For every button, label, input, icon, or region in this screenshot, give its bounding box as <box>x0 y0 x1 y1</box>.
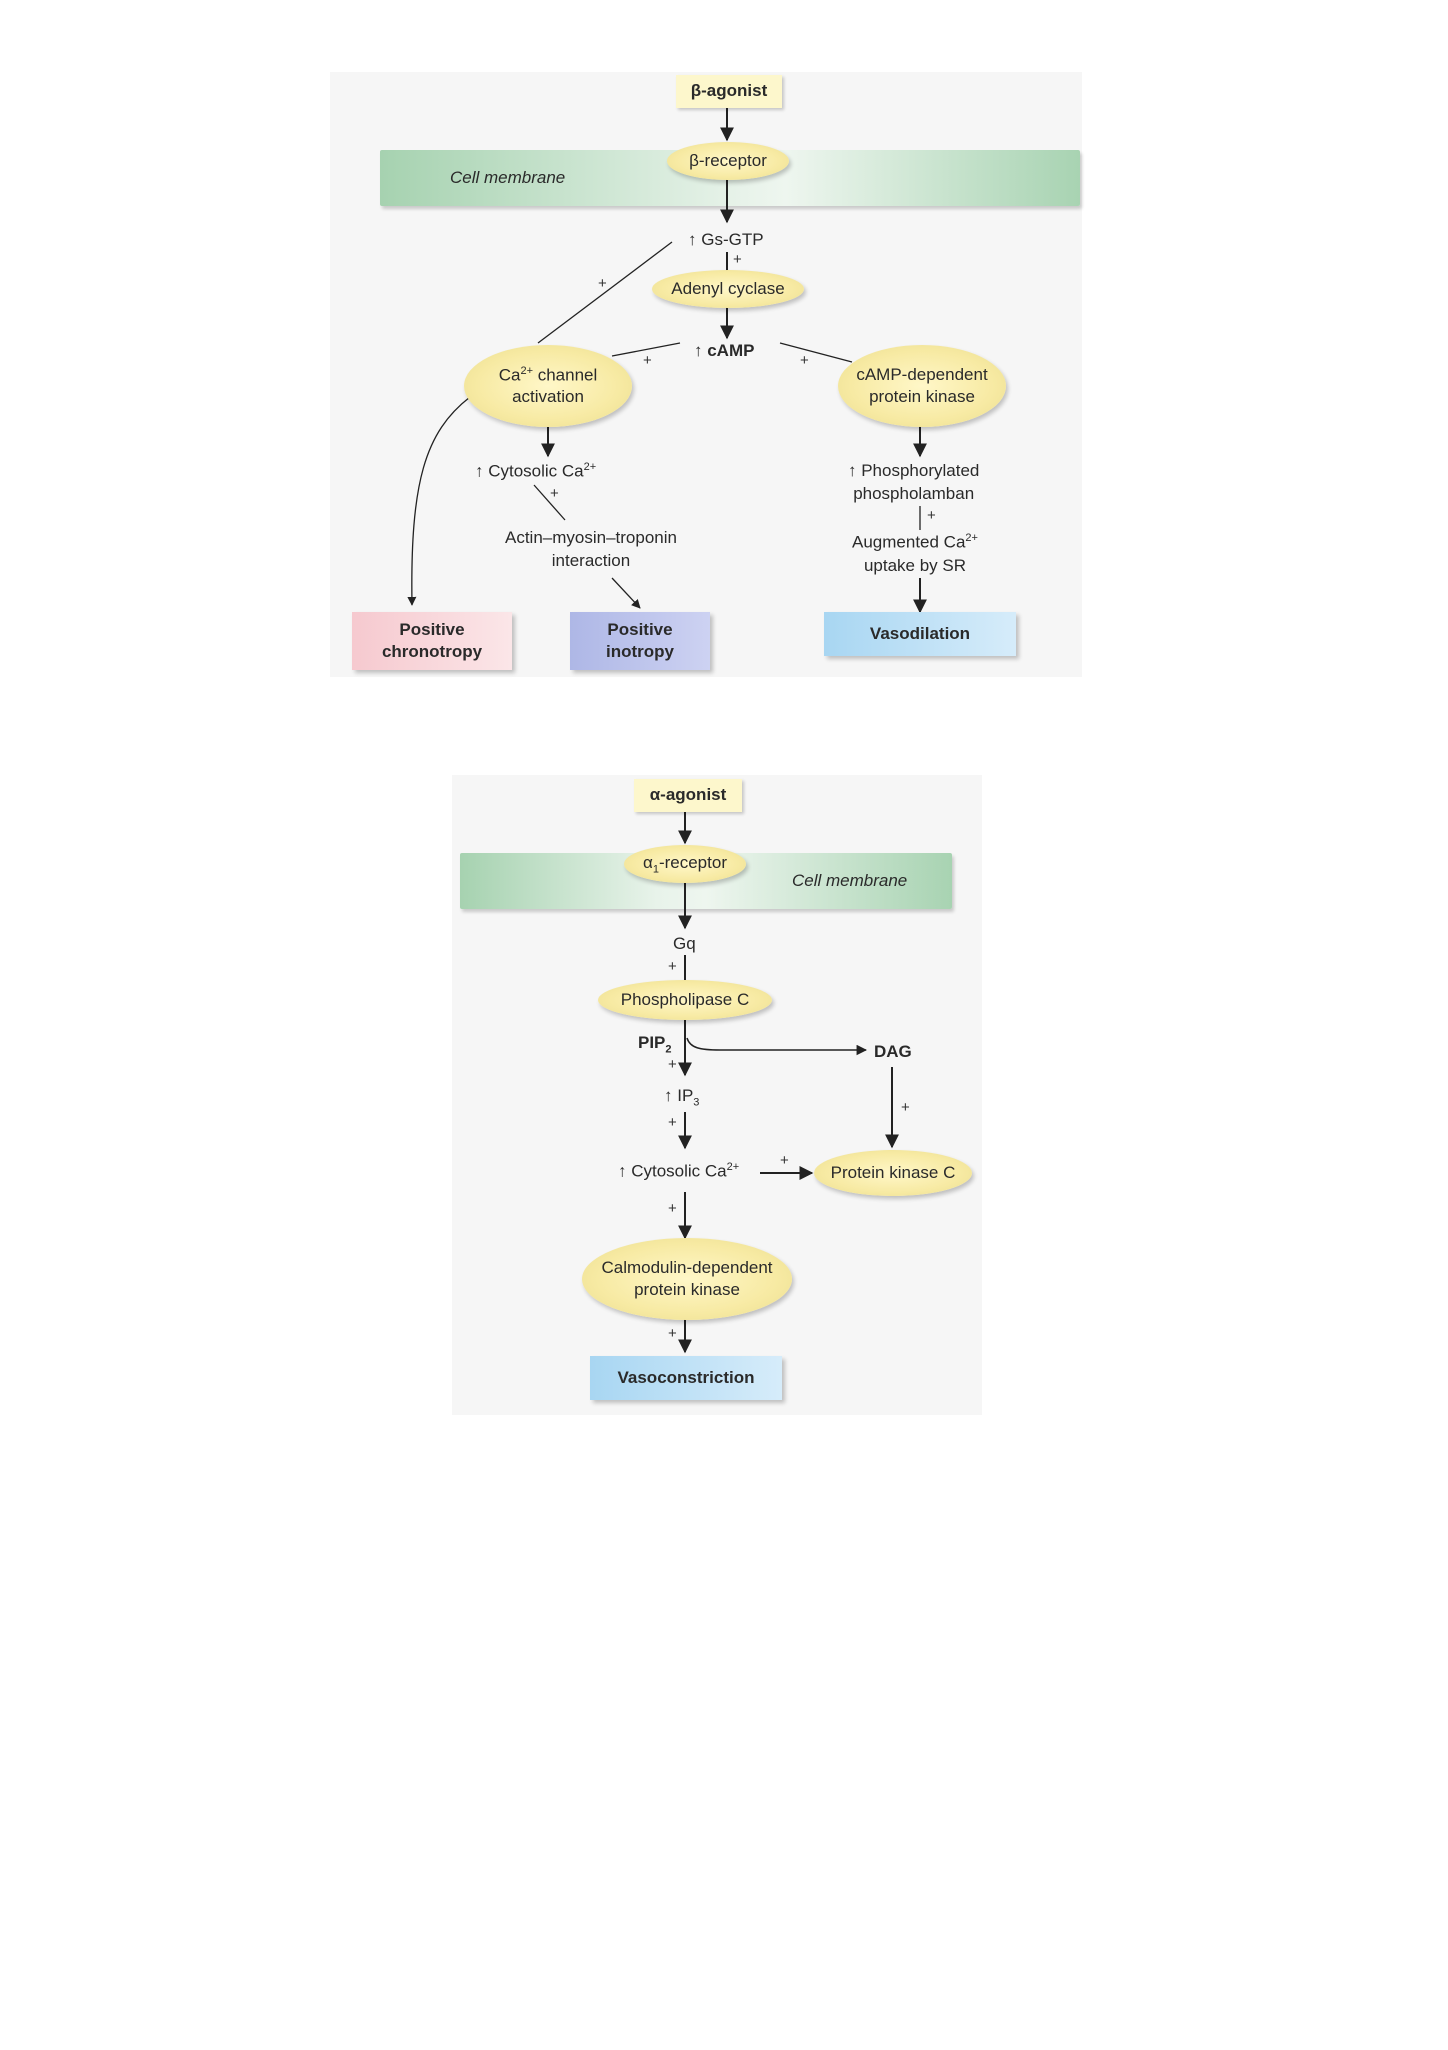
ino-text: Positive inotropy <box>606 619 674 663</box>
alpha-plus-cam-vasocon: + <box>668 1325 677 1342</box>
calmodulin-dependent-pk-node: Calmodulin-dependent protein kinase <box>582 1238 792 1320</box>
beta-plus-camp-pka: + <box>800 352 809 369</box>
gq-label: Gq <box>673 934 696 953</box>
alpha1-a: α <box>643 852 653 872</box>
alpha1-receptor-text: α1-receptor <box>643 852 727 877</box>
dag-label: DAG <box>874 1042 912 1061</box>
ca-channel-ca: Ca <box>498 365 521 385</box>
alpha-membrane-label: Cell membrane <box>792 871 908 890</box>
alpha-cytosolic-ca-label: ↑ Cytosolic Ca2+ <box>618 1160 739 1184</box>
phos-line-1: ↑ Phosphorylated <box>848 461 980 480</box>
ca-channel-activation-node: Ca2+ channel activation <box>464 345 632 427</box>
pip2-sub: 2 <box>665 1043 672 1056</box>
phospholamban-label: ↑ Phosphorylated phospholamban <box>848 460 979 506</box>
alpha-plus-gq-plc: + <box>668 958 677 975</box>
camp-dependent-pka-node: cAMP-dependent protein kinase <box>838 345 1006 427</box>
beta-cytosolic-sup: 2+ <box>583 461 597 473</box>
alpha-cytosolic-sup: 2+ <box>726 1161 740 1173</box>
alpha-plus-dag-pkc: + <box>901 1099 910 1116</box>
beta-cytosolic-text: ↑ Cytosolic Ca <box>475 461 584 481</box>
aug-line-1: Augmented Ca <box>852 532 966 552</box>
phospholipase-c-node: Phospholipase C <box>598 980 772 1020</box>
protein-kinase-c-node: Protein kinase C <box>814 1150 972 1196</box>
alpha-plus-cytosolic-cam: + <box>668 1200 677 1217</box>
alpha-plus-pip2: + <box>668 1056 677 1073</box>
chrono-line-2: chronotropy <box>381 642 483 661</box>
pka-line-1: cAMP-dependent <box>856 364 988 384</box>
chrono-text: Positive chronotropy <box>382 619 482 663</box>
adenyl-cyclase-node: Adenyl cyclase <box>652 270 804 308</box>
beta-plus-cytosolic-actin: + <box>550 485 559 502</box>
beta-arrow-actin-inotropy <box>611 577 641 609</box>
beta-gs-gtp-label: ↑ Gs-GTP <box>688 230 764 249</box>
ip3-text: ↑ IP <box>664 1086 694 1105</box>
alpha-plus-ip3-cytosolic: + <box>668 1114 677 1131</box>
alpha1-sub: 1 <box>652 863 659 876</box>
beta-membrane-label: Cell membrane <box>450 168 566 187</box>
beta-receptor-node: β-receptor <box>667 142 789 180</box>
pka-line-2: protein kinase <box>869 387 975 406</box>
beta-cytosolic-ca-label: ↑ Cytosolic Ca2+ <box>475 460 596 484</box>
ip3-sub: 3 <box>693 1096 700 1109</box>
beta-agonist-box: β-agonist <box>676 75 782 108</box>
ca-channel-sup: 2+ <box>520 364 533 377</box>
aug-line-2: uptake by SR <box>863 555 966 575</box>
alpha-agonist-box: α-agonist <box>634 779 742 812</box>
camp-label: ↑ cAMP <box>694 341 755 360</box>
actin-line-2: interaction <box>551 550 631 570</box>
alpha1-receptor-node: α1-receptor <box>624 845 746 883</box>
beta-line-gs-cachannel <box>537 241 673 344</box>
ca-channel-activation: activation <box>512 387 584 407</box>
beta-line-camp-pka <box>779 342 853 363</box>
cam-line-2: protein kinase <box>634 1280 740 1299</box>
alpha-plus-cytosolic-pkc: + <box>780 1152 789 1169</box>
positive-chronotropy-box: Positive chronotropy <box>352 612 512 670</box>
beta-plus-camp-cachannel: + <box>643 352 652 369</box>
ca-channel-word: channel <box>533 365 598 385</box>
ip3-label: ↑ IP3 <box>664 1085 699 1110</box>
pka-text: cAMP-dependent protein kinase <box>856 364 987 408</box>
alpha-arrow-pip2-dag <box>686 1037 868 1056</box>
beta-line-camp-cachannel <box>611 342 681 357</box>
pip2-label: PIP2 <box>638 1032 672 1057</box>
positive-inotropy-box: Positive inotropy <box>570 612 710 670</box>
cam-line-1: Calmodulin-dependent <box>601 1257 773 1277</box>
phos-line-2: phospholamban <box>853 483 975 503</box>
ca-channel-text: Ca2+ channel activation <box>499 364 598 409</box>
alpha-cytosolic-text: ↑ Cytosolic Ca <box>618 1161 727 1181</box>
beta-plus-gs-adenyl: + <box>733 251 742 268</box>
actin-myosin-label: Actin–myosin–troponin interaction <box>505 527 677 573</box>
beta-line-cytosolic-actin <box>533 484 566 521</box>
beta-arrow-cachannel-chronotropy <box>407 396 471 606</box>
augmented-ca-uptake-label: Augmented Ca2+ uptake by SR <box>852 531 978 578</box>
vasodilation-box: Vasodilation <box>824 612 1016 656</box>
ino-line-2: inotropy <box>606 642 674 661</box>
vasoconstriction-box: Vasoconstriction <box>590 1356 782 1400</box>
pip2-text: PIP <box>638 1033 666 1052</box>
chrono-line-1: Positive <box>399 619 465 639</box>
cam-text: Calmodulin-dependent protein kinase <box>601 1257 772 1301</box>
ino-line-1: Positive <box>607 619 673 639</box>
alpha1-b: -receptor <box>658 852 727 872</box>
actin-line-1: Actin–myosin–troponin <box>505 528 677 547</box>
beta-plus-phos-aug: + <box>927 507 936 524</box>
beta-plus-gs-cachannel: + <box>598 275 607 292</box>
aug-sup: 2+ <box>965 532 978 544</box>
